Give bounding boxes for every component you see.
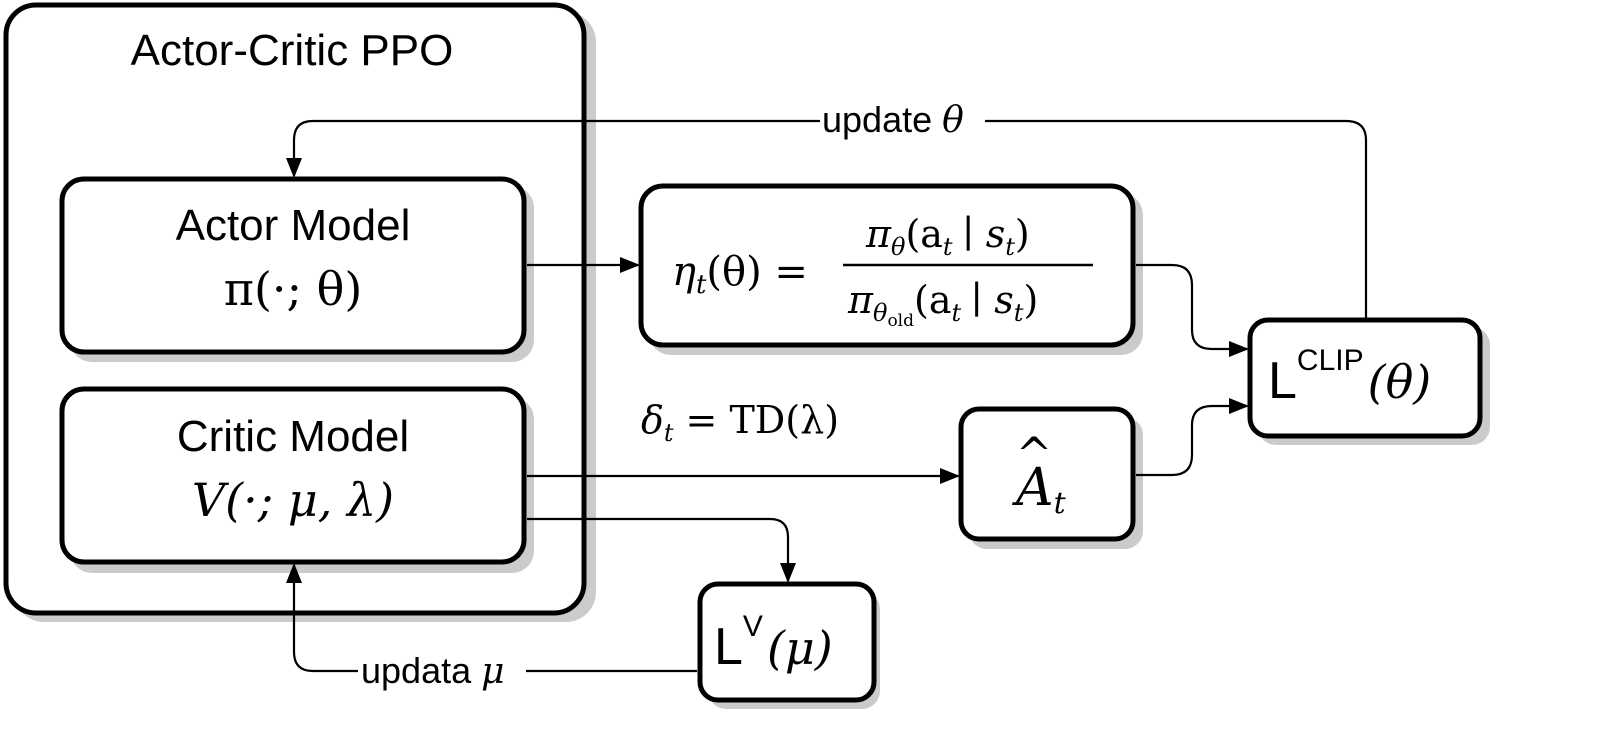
value-loss-label: LV(μ) (714, 610, 833, 676)
edge-update-theta-right (985, 119, 1368, 318)
edge-advantage-to-clip (1136, 398, 1249, 477)
critic-model-title: Critic Model (177, 412, 409, 461)
advantage-box: At ^ (958, 406, 1143, 549)
actor-model-box: Actor Model π(·; θ) (59, 176, 534, 362)
svg-text:πθold(at∣ st): πθold(at∣ st) (847, 278, 1038, 331)
clip-loss-label: LCLIP(θ) (1268, 344, 1431, 410)
edge-ratio-to-clip (1136, 263, 1249, 357)
critic-model-box: Critic Model V(·; μ, λ) (59, 386, 534, 573)
advantage-hat: ^ (1016, 427, 1052, 481)
edge-critic-to-value-loss (527, 517, 796, 583)
actor-model-formula: π(·; θ) (224, 262, 363, 316)
clip-loss-box: LCLIP(θ) (1247, 317, 1490, 445)
value-loss-box: LV(μ) (697, 581, 880, 709)
edge-update-mu-left (286, 563, 358, 673)
edge-update-theta-left (286, 119, 820, 178)
svg-text:ηt(θ) =: ηt(θ) = (672, 249, 808, 300)
critic-model-formula: V(·; μ, λ) (192, 473, 394, 527)
advantage-symbol: At (1012, 458, 1067, 521)
ratio-formula: ηt(θ) = πθ(at∣ st) πθold(at∣ st) (672, 212, 1093, 331)
connectors (286, 119, 1368, 673)
td-label: δt= TD(λ) (641, 398, 839, 447)
container-title: Actor-Critic PPO (131, 26, 454, 75)
svg-text:πθ(at∣ st): πθ(at∣ st) (865, 212, 1030, 261)
actor-model-title: Actor Model (176, 201, 411, 250)
ratio-box: ηt(θ) = πθ(at∣ st) πθold(at∣ st) (638, 183, 1143, 355)
